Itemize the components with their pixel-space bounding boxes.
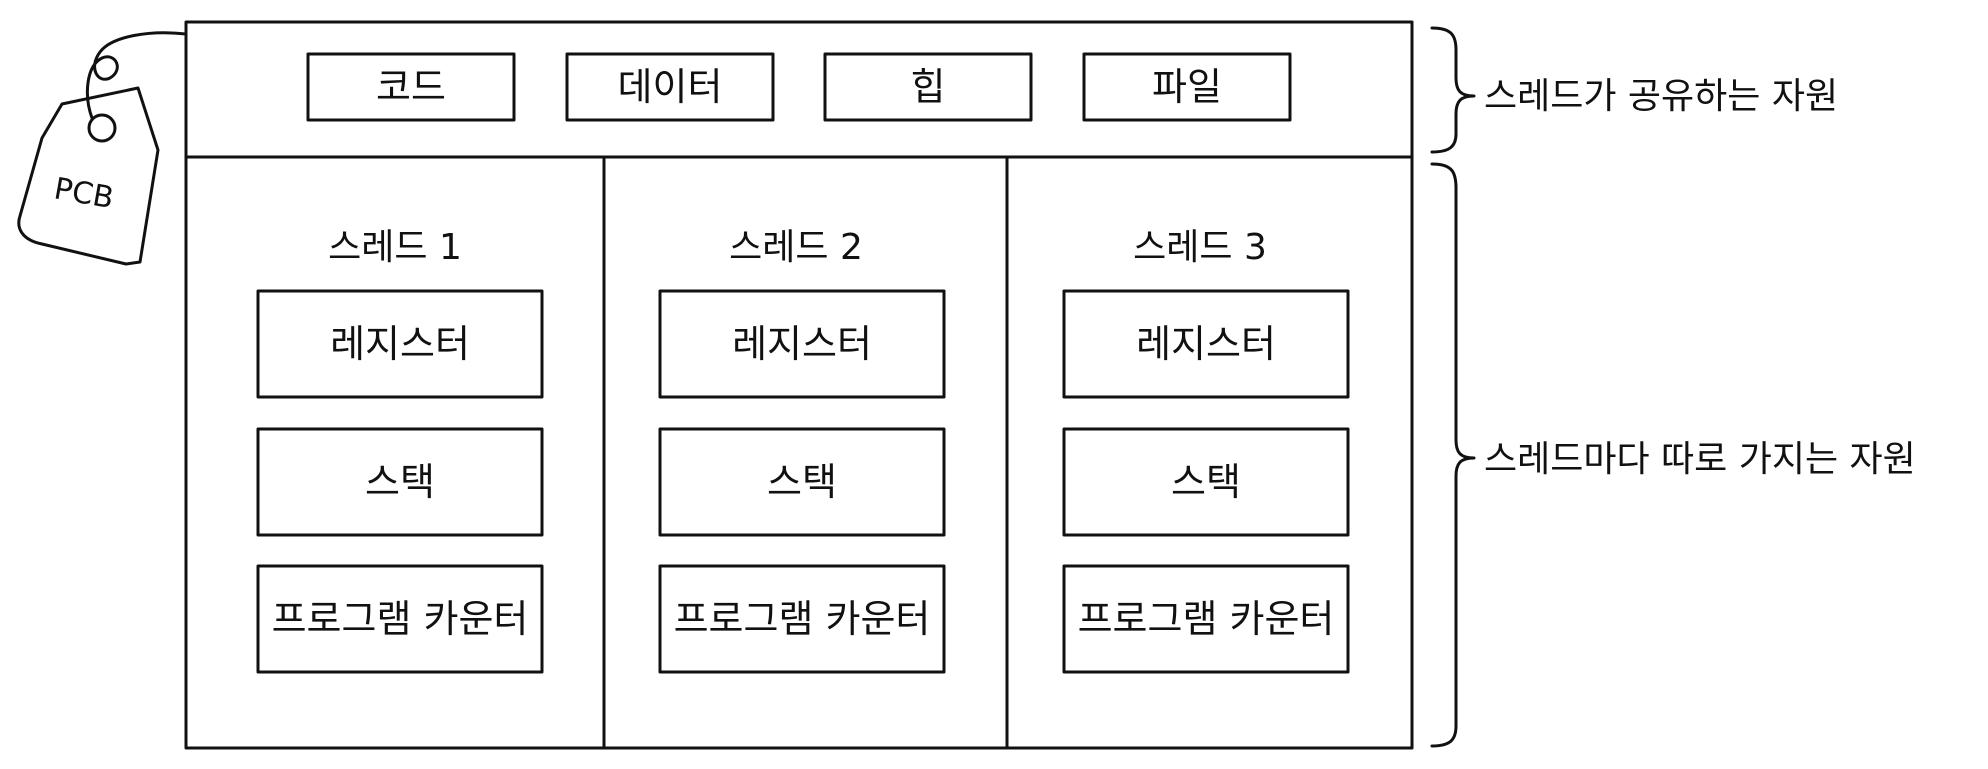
resource-box-frame [823, 52, 1033, 122]
pcb-tag: PCB [17, 31, 188, 266]
resource-box-frame [1062, 564, 1350, 674]
shared-resource-label: 힙 [911, 65, 946, 109]
shared-resource-box: 파일 [1082, 52, 1292, 122]
thread-resource-box: 레지스터 [658, 289, 946, 399]
resource-box-frame [658, 427, 946, 537]
resource-box-frame [256, 289, 544, 399]
thread-resource-box: 프로그램 카운터 [1062, 564, 1350, 674]
shared-brace: 스레드가 공유하는 자원 [1430, 26, 1838, 154]
per-thread-brace: 스레드마다 따로 가지는 자원 [1430, 162, 1916, 748]
tag-body [17, 86, 160, 266]
resource-box-frame [1062, 427, 1350, 537]
tag-label: PCB [51, 171, 116, 216]
resource-box-frame [256, 564, 544, 674]
brace-icon [1430, 26, 1476, 154]
thread-resource-box: 레지스터 [256, 289, 544, 399]
shared-brace-label: 스레드가 공유하는 자원 [1484, 76, 1838, 117]
thread-resource-box: 스택 [658, 427, 946, 537]
thread-title: 스레드 1 [328, 227, 462, 268]
thread-title: 스레드 3 [1133, 227, 1267, 268]
shared-resource-box: 힙 [823, 52, 1033, 122]
brace-icon [1430, 162, 1476, 748]
shared-resource-box: 코드 [306, 52, 516, 122]
shared-resource-label: 코드 [376, 65, 446, 109]
resource-box-frame [1082, 52, 1292, 122]
thread-resource-box: 프로그램 카운터 [256, 564, 544, 674]
thread-resource-box: 레지스터 [1062, 289, 1350, 399]
thread-resource-label: 프로그램 카운터 [1078, 597, 1335, 641]
shared-resource-box: 데이터 [565, 52, 775, 122]
per-thread-brace-label: 스레드마다 따로 가지는 자원 [1484, 439, 1916, 480]
process-box [184, 20, 1414, 750]
resource-box-frame [306, 52, 516, 122]
tag-hole-icon [87, 113, 117, 143]
thread-resource-box: 스택 [256, 427, 544, 537]
shared-resource-label: 파일 [1152, 65, 1222, 109]
thread-resource-label: 스택 [1171, 460, 1241, 504]
shared-resource-label: 데이터 [618, 65, 723, 109]
thread-resource-label: 스택 [365, 460, 435, 504]
thread-resource-label: 레지스터 [732, 322, 872, 366]
resource-box-frame [256, 427, 544, 537]
resource-box-frame [1062, 289, 1350, 399]
thread-resource-label: 레지스터 [1136, 322, 1276, 366]
thread-resource-box: 프로그램 카운터 [658, 564, 946, 674]
thread-resource-label: 스택 [767, 460, 837, 504]
shared-resources: 코드 데이터 힙 파일 [306, 52, 1292, 122]
resource-box-frame [565, 52, 775, 122]
thread-resource-label: 프로그램 카운터 [674, 597, 931, 641]
thread-resource-label: 프로그램 카운터 [272, 597, 529, 641]
thread-resource-label: 레지스터 [330, 322, 470, 366]
thread-title: 스레드 2 [729, 227, 863, 268]
thread-resource-box: 스택 [1062, 427, 1350, 537]
resource-box-frame [658, 289, 946, 399]
resource-box-frame [658, 564, 946, 674]
tag-string [85, 31, 188, 120]
